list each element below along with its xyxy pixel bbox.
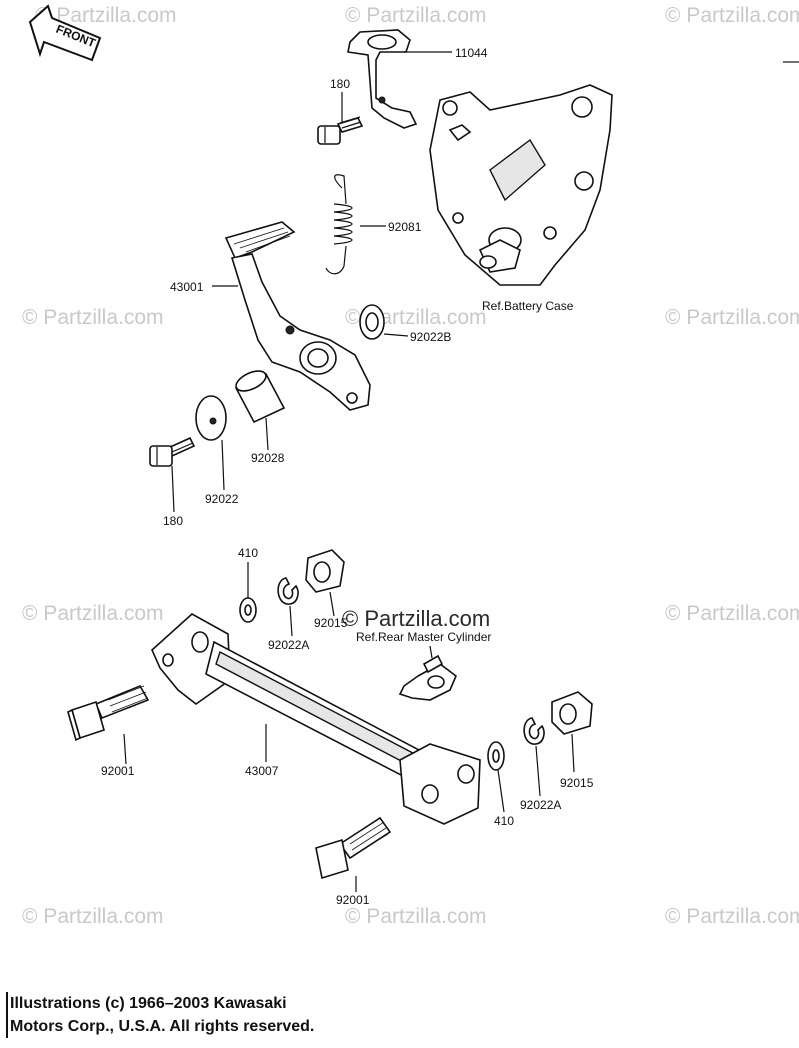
bolt-180-top — [317, 116, 364, 145]
callout-410-top: 410 — [238, 546, 258, 560]
watermark: © Partzilla.com — [665, 905, 799, 928]
washer-92022B — [359, 304, 385, 340]
callout-11044: 11044 — [455, 46, 488, 60]
washer-410-right — [487, 741, 505, 771]
brake-pedal-43001 — [224, 221, 371, 411]
watermark: © Partzilla.com — [665, 306, 799, 329]
ref-rear-master-cylinder: Ref.Rear Master Cylinder — [356, 630, 491, 644]
callout-410-right: 410 — [494, 814, 514, 828]
bolt-180-bottom — [149, 436, 196, 467]
copyright-notice: Illustrations (c) 1966–2003 Kawasaki Mot… — [6, 992, 470, 1038]
callout-92028: 92028 — [251, 451, 285, 465]
callout-92022A-top: 92022A — [268, 638, 309, 652]
callout-180-top: 180 — [330, 77, 350, 91]
watermark: © Partzilla.com — [22, 905, 164, 928]
callout-43001: 43001 — [170, 280, 204, 294]
bolt-92001-left — [67, 684, 150, 742]
ref-battery-case: Ref.Battery Case — [482, 299, 574, 313]
callout-labels: 11044 180 92081 43001 92022B 92028 92022… — [101, 46, 594, 907]
watermark: © Partzilla.com — [345, 4, 487, 27]
clip-11044 — [347, 29, 418, 129]
watermark: © Partzilla.com — [345, 905, 487, 928]
battery-case-bracket — [429, 84, 613, 286]
lock-washer-92022A-top — [277, 577, 299, 605]
callout-92001-bottom: 92001 — [336, 893, 370, 907]
nut-92015-right — [551, 691, 593, 735]
brake-rod-43007 — [151, 613, 481, 825]
callout-92081: 92081 — [388, 220, 422, 234]
bolt-92001-bottom — [315, 816, 392, 880]
clevis-ref — [398, 654, 457, 701]
watermark: © Partzilla.com — [665, 4, 799, 27]
callout-92022A-right: 92022A — [520, 798, 561, 812]
washer-410-top — [239, 597, 257, 623]
watermark-center: © Partzilla.com — [342, 606, 490, 631]
callout-43007: 43007 — [245, 764, 279, 778]
callout-180-bottom: 180 — [163, 514, 183, 528]
copyright-line-2: Motors Corp., U.S.A. All rights reserved… — [10, 1018, 315, 1035]
callout-92001-left: 92001 — [101, 764, 135, 778]
spring-92081 — [325, 174, 353, 275]
watermark: © Partzilla.com — [22, 602, 164, 625]
callout-92022B: 92022B — [410, 330, 451, 344]
callout-92022: 92022 — [205, 492, 239, 506]
collar-92028 — [234, 370, 286, 424]
leader-lines — [123, 51, 575, 892]
callout-92015-top: 92015 — [314, 616, 348, 630]
watermarks: © Partzilla.com © Partzilla.com © Partzi… — [22, 4, 799, 928]
washer-92022 — [195, 395, 227, 441]
watermark: © Partzilla.com — [35, 4, 177, 27]
watermark: © Partzilla.com — [22, 306, 164, 329]
watermark: © Partzilla.com — [665, 602, 799, 625]
lock-washer-92022A-right — [523, 717, 545, 745]
copyright-line-1: Illustrations (c) 1966–2003 Kawasaki — [10, 995, 287, 1012]
callout-92015-right: 92015 — [560, 776, 594, 790]
nut-92015-top — [305, 549, 345, 593]
